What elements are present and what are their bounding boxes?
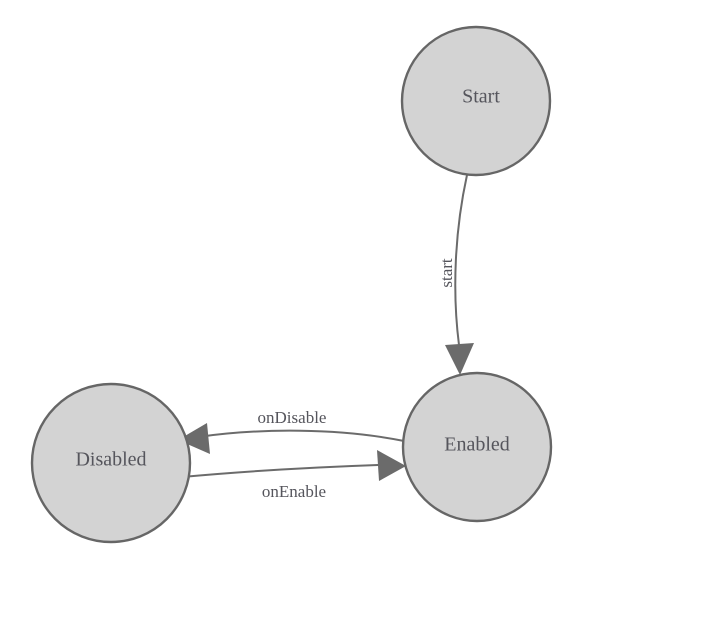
edge-enabled-to-disabled: onDisable bbox=[178, 408, 405, 454]
node-start-circle[interactable] bbox=[400, 25, 552, 177]
edge-label-start: start bbox=[437, 258, 456, 288]
node-start[interactable]: Start bbox=[400, 25, 552, 177]
edge-start-to-enabled-path bbox=[454, 174, 468, 346]
node-enabled-label: Enabled bbox=[444, 434, 510, 456]
node-disabled-label: Disabled bbox=[75, 449, 146, 471]
edge-start-to-enabled-arrowhead bbox=[445, 343, 474, 375]
node-start-label: Start bbox=[462, 86, 500, 108]
edge-start-to-enabled: start bbox=[437, 174, 474, 375]
edge-label-ondisable: onDisable bbox=[258, 408, 327, 427]
edge-disabled-to-enabled-arrowhead bbox=[377, 450, 406, 481]
node-enabled-circle[interactable] bbox=[401, 371, 553, 523]
edge-enabled-to-disabled-path bbox=[197, 429, 405, 442]
node-disabled-circle[interactable] bbox=[30, 382, 192, 544]
edge-enabled-to-disabled-arrowhead bbox=[178, 423, 210, 454]
edge-disabled-to-enabled: onEnable bbox=[181, 450, 406, 501]
edge-disabled-to-enabled-path bbox=[181, 464, 379, 478]
node-enabled[interactable]: Enabled bbox=[401, 371, 553, 523]
node-disabled[interactable]: Disabled bbox=[30, 382, 192, 544]
edge-label-onenable: onEnable bbox=[262, 482, 326, 501]
